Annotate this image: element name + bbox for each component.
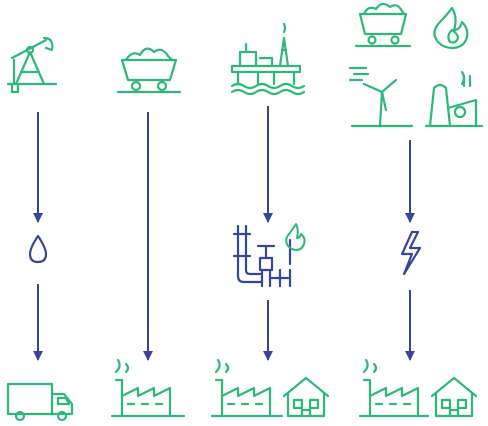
gas-pipeline-valve-icon	[232, 224, 292, 288]
factory-icon	[210, 358, 284, 418]
house-icon	[430, 376, 478, 418]
factory-icon	[358, 358, 430, 418]
gas-flame-icon	[433, 6, 469, 50]
coal-mine-cart-icon	[116, 47, 182, 94]
wind-turbine-icon	[348, 66, 414, 128]
factory-icon	[110, 358, 186, 418]
house-icon	[282, 376, 330, 418]
coal-mine-cart-icon	[354, 2, 412, 48]
offshore-platform-icon	[230, 22, 306, 96]
tanker-truck-icon	[6, 382, 74, 422]
electricity-bolt-icon	[400, 230, 422, 276]
gas-flame-icon	[285, 223, 306, 251]
oil-drop-icon	[28, 234, 48, 264]
nuclear-plant-icon	[424, 70, 484, 128]
oil-pump-jack-icon	[6, 36, 58, 94]
